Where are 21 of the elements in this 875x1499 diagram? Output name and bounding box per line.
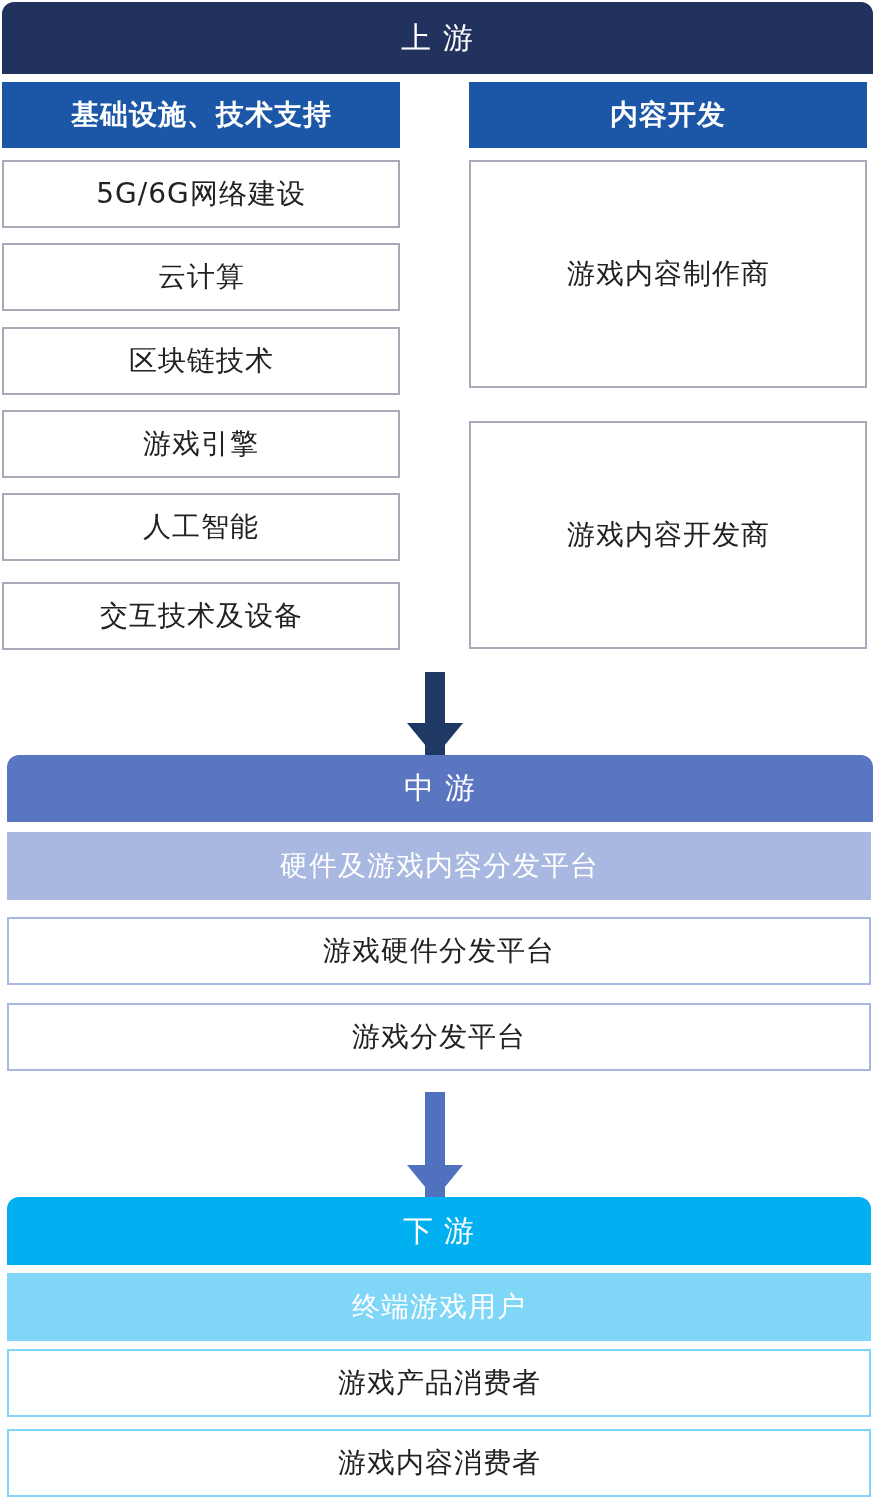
section-header: 硬件及游戏内容分发平台 [7,832,871,900]
item-box: 游戏硬件分发平台 [7,917,871,985]
item-box: 云计算 [2,243,400,311]
column-header: 内容开发 [469,82,867,148]
item-box: 游戏引擎 [2,410,400,478]
item-box: 游戏分发平台 [7,1003,871,1071]
top-band-header: 上 游 [2,2,873,74]
bottom-band-header: 下 游 [7,1197,871,1265]
item-box: 游戏产品消费者 [7,1349,871,1417]
down-arrow [407,1092,463,1199]
item-box: 交互技术及设备 [2,582,400,650]
middle-band-header: 中 游 [7,755,873,822]
item-box: 游戏内容开发商 [469,421,867,649]
down-arrow [407,672,463,757]
item-box: 区块链技术 [2,327,400,395]
item-box: 5G/6G网络建设 [2,160,400,228]
item-box: 游戏内容制作商 [469,160,867,388]
item-box: 游戏内容消费者 [7,1429,871,1497]
column-header: 基础设施、技术支持 [2,82,400,148]
section-header: 终端游戏用户 [7,1273,871,1341]
item-box: 人工智能 [2,493,400,561]
